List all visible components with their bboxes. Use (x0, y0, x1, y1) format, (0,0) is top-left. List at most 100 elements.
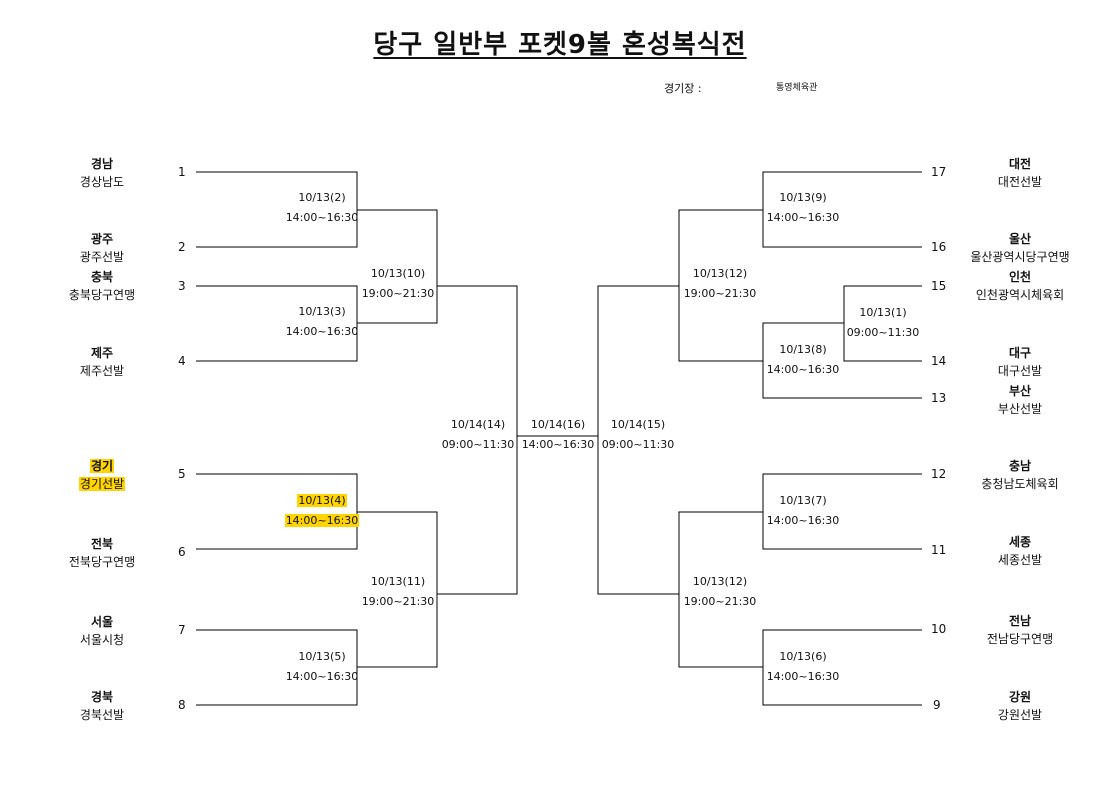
team-name: 충북당구연맹 (68, 288, 136, 302)
bracket-line (762, 171, 922, 248)
match-time: 09:00~11:30 (601, 438, 675, 451)
match-label-m7: 10/13(7) 14:00~16:30 (753, 491, 853, 531)
bracket-line (762, 473, 922, 550)
seed-number: 16 (931, 240, 947, 254)
match-label-m11: 10/13(11) 19:00~21:30 (348, 572, 448, 612)
team-right-15: 인천 인천광역시체육회 (950, 268, 1090, 304)
seed-number: 7 (178, 623, 186, 637)
seed-number: 4 (178, 354, 186, 368)
team-left-5: 경기 경기선발 (52, 457, 152, 493)
match-time: 19:00~21:30 (683, 595, 757, 608)
seed-number: 14 (931, 354, 947, 368)
team-left-8: 경북 경북선발 (52, 688, 152, 724)
team-name: 경기선발 (78, 477, 126, 491)
seed-number: 3 (178, 279, 186, 293)
match-label-m2: 10/13(2) 14:00~16:30 (272, 188, 372, 228)
team-right-10: 전남 전남당구연맹 (950, 612, 1090, 648)
match-date: 10/13(8) (779, 343, 827, 356)
team-name: 충청남도체육회 (981, 477, 1059, 491)
seed-number: 9 (933, 698, 941, 712)
match-date: 10/13(10) (370, 267, 426, 280)
team-right-13: 부산 부산선발 (950, 382, 1090, 418)
match-label-m12-bottom: 10/13(12) 19:00~21:30 (670, 572, 770, 612)
bracket-line (357, 209, 438, 324)
team-name: 대구선발 (997, 364, 1043, 378)
match-date: 10/13(9) (779, 191, 827, 204)
team-region: 인천 (1008, 270, 1032, 284)
team-region: 경남 (90, 157, 114, 171)
team-name: 세종선발 (997, 553, 1043, 567)
match-date: 10/13(11) (370, 575, 426, 588)
match-date: 10/13(3) (298, 305, 346, 318)
bracket-line (597, 285, 679, 595)
team-name: 광주선발 (79, 250, 125, 264)
match-date: 10/13(1) (859, 306, 907, 319)
team-region: 울산 (1008, 232, 1032, 246)
bracket-line (762, 629, 922, 706)
team-region: 부산 (1008, 384, 1032, 398)
bracket-line (678, 511, 763, 668)
match-date: 10/14(14) (450, 418, 506, 431)
venue-value: 통영체육관 (776, 83, 818, 93)
match-time: 14:00~16:30 (284, 514, 360, 527)
match-time: 14:00~16:30 (285, 670, 359, 683)
team-region: 경기 (89, 459, 115, 473)
team-region: 경북 (90, 690, 114, 704)
team-right-16: 울산 울산광역시당구연맹 (950, 230, 1090, 266)
match-date: 10/13(7) (779, 494, 827, 507)
team-region: 광주 (90, 232, 114, 246)
match-date: 10/13(4) (297, 494, 347, 507)
match-time: 14:00~16:30 (285, 211, 359, 224)
seed-number: 1 (178, 165, 186, 179)
team-region: 충남 (1008, 459, 1032, 473)
match-time: 14:00~16:30 (766, 514, 840, 527)
match-label-m9: 10/13(9) 14:00~16:30 (753, 188, 853, 228)
match-time: 09:00~11:30 (846, 326, 920, 339)
seed-number: 10 (931, 622, 947, 636)
team-name: 울산광역시당구연맹 (970, 250, 1070, 264)
team-region: 서울 (90, 615, 114, 629)
team-region: 충북 (90, 270, 114, 284)
match-time: 19:00~21:30 (361, 287, 435, 300)
match-label-m14: 10/14(14) 09:00~11:30 (428, 415, 528, 455)
match-date: 10/13(12) (692, 575, 748, 588)
team-region: 강원 (1008, 690, 1032, 704)
team-region: 대전 (1008, 157, 1032, 171)
match-label-m15: 10/14(15) 09:00~11:30 (588, 415, 688, 455)
team-name: 전남당구연맹 (986, 632, 1054, 646)
team-name: 제주선발 (79, 364, 125, 378)
team-right-14: 대구 대구선발 (950, 344, 1090, 380)
match-date: 10/13(2) (298, 191, 346, 204)
seed-number: 8 (178, 698, 186, 712)
seed-number: 15 (931, 279, 947, 293)
match-label-m1: 10/13(1) 09:00~11:30 (833, 303, 933, 343)
match-label-m16: 10/14(16) 14:00~16:30 (508, 415, 608, 455)
team-name: 경상남도 (79, 175, 125, 189)
seed-number: 17 (931, 165, 947, 179)
seed-number: 12 (931, 467, 947, 481)
match-time: 14:00~16:30 (766, 363, 840, 376)
match-time: 14:00~16:30 (766, 211, 840, 224)
team-right-11: 세종 세종선발 (950, 533, 1090, 569)
match-time: 14:00~16:30 (766, 670, 840, 683)
team-name: 강원선발 (997, 708, 1043, 722)
team-name: 인천광역시체육회 (975, 288, 1065, 302)
team-right-12: 충남 충청남도체육회 (950, 457, 1090, 493)
team-region: 대구 (1008, 346, 1032, 360)
team-left-6: 전북 전북당구연맹 (52, 535, 152, 571)
match-time: 09:00~11:30 (441, 438, 515, 451)
match-label-m3: 10/13(3) 14:00~16:30 (272, 302, 372, 342)
team-left-2: 광주 광주선발 (52, 230, 152, 266)
team-left-7: 서울 서울시청 (52, 613, 152, 649)
match-label-m10: 10/13(10) 19:00~21:30 (348, 264, 448, 304)
page-title: 당구 일반부 포켓9볼 혼성복식전 (373, 30, 747, 60)
match-date: 10/14(16) (530, 418, 586, 431)
match-label-m5: 10/13(5) 14:00~16:30 (272, 647, 372, 687)
seed-number: 2 (178, 240, 186, 254)
team-region: 세종 (1008, 535, 1032, 549)
seed-number: 6 (178, 545, 186, 559)
team-name: 경북선발 (79, 708, 125, 722)
seed-number: 13 (931, 391, 947, 405)
team-name: 대전선발 (997, 175, 1043, 189)
